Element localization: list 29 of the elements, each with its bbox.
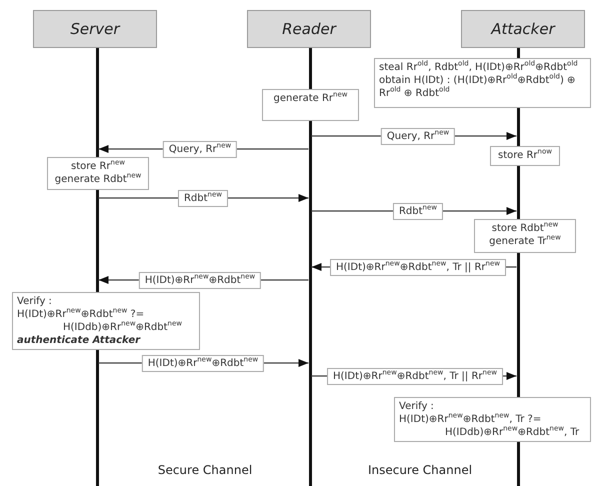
participant-box: Attacker (461, 10, 585, 48)
note-text: generate Tr$^{new}$ (488, 235, 562, 248)
edge-label: Query, Rr$^{new}$ (380, 128, 456, 145)
note-text: H(IDt)⊕Rr$^{new}$⊕Rdbt$^{new}$, Tr ?= H(IDdb)⊕Rr$^{new}$⊕Rdbt$^{new}$, Tr (399, 413, 580, 439)
note-text: H(IDt)⊕Rr$^{new}$⊕Rdbt$^{new}$ ?= H(IDdb)⊕Rr$^{new}$⊕Rdbt$^{new}$ (17, 308, 183, 334)
participant-box: Reader (247, 10, 371, 48)
edge-label: Query, Rr$^{new}$ (162, 141, 238, 158)
channel-label: Secure Channel (158, 463, 252, 477)
edge-label: H(IDt)⊕Rr$^{new}$⊕Rdbt$^{new}$ (142, 355, 264, 372)
note-text: generate Rr$^{new}$ (272, 92, 348, 105)
note-text: store Rdbt$^{new}$ (490, 222, 560, 235)
edge-label: H(IDt)⊕Rr$^{new}$⊕Rdbt$^{new}$, Tr || Rr$^{new}$ (327, 368, 503, 385)
edge-label: Rdbt$^{new}$ (178, 190, 228, 207)
note-text: store Rr$^{new}$ (70, 160, 126, 173)
note-text: steal Rr$^{old}$, Rdbt$^{old}$, H(IDt)⊕Rr$^{old}$⊕Rdbt$^{old}$ (379, 61, 579, 73)
note-text: Verify : (17, 295, 53, 308)
note-text: store Rr$^{now}$ (497, 149, 553, 162)
edge-label: H(IDt)⊕Rr$^{new}$⊕Rdbt$^{new}$, Tr || Rr$^{new}$ (330, 259, 506, 276)
note-text: authenticate Attacker (17, 334, 142, 347)
note-text: obtain H(IDt) : (H(IDt)⊕Rr$^{old}$⊕Rdbt$^{old}$) ⊕ Rr$^{old}$ ⊕ Rdbt$^{old}$ (379, 74, 576, 100)
note-text: generate Rdbt$^{new}$ (54, 173, 142, 186)
channel-label: Insecure Channel (368, 463, 472, 477)
edge-label: H(IDt)⊕Rr$^{new}$⊕Rdbt$^{new}$ (138, 272, 262, 289)
edge-label: Rdbt$^{new}$ (392, 203, 444, 220)
participant-box: Server (33, 10, 157, 48)
note-box (374, 58, 591, 108)
note-box (394, 397, 591, 442)
note-box (12, 292, 200, 350)
note-text: Verify : (399, 400, 435, 413)
